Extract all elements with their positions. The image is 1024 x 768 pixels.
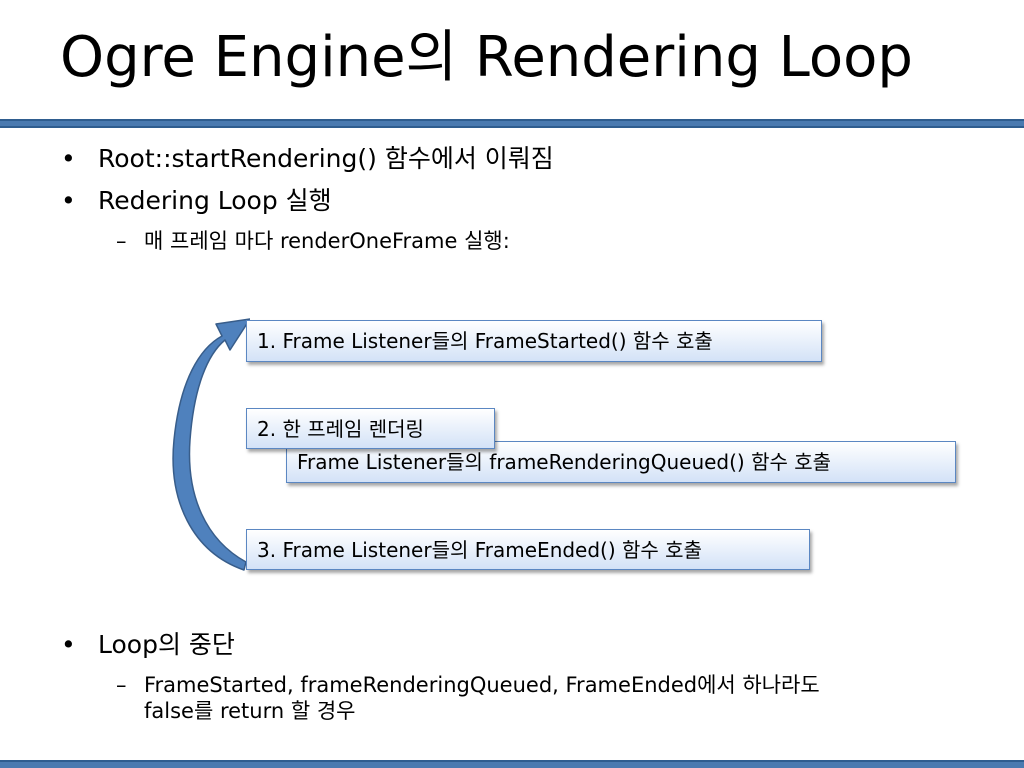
sub-bullet-mark: – <box>116 229 127 253</box>
bullet-text: Root::startRendering() 함수에서 이뤄짐 <box>98 144 554 173</box>
step3-frame-ended-box: 3. Frame Listener들의 FrameEnded() 함수 호출 <box>246 529 810 570</box>
bullet-text: Redering Loop 실행 <box>98 186 332 215</box>
step1-frame-started-box: 1. Frame Listener들의 FrameStarted() 함수 호출 <box>246 320 822 362</box>
bullet-text: Loop의 중단 <box>98 630 235 659</box>
bottom-divider <box>0 760 1024 768</box>
bullet-mark: • <box>61 144 76 173</box>
curved-arrow-up-icon <box>172 318 250 571</box>
sub-bullet-text-line2: false를 return 할 경우 <box>144 699 356 724</box>
step2-detail-rendering-queued-box: Frame Listener들의 frameRenderingQueued() … <box>286 441 956 483</box>
bullet-start-rendering: • Root::startRendering() 함수에서 이뤄짐 <box>61 144 554 174</box>
sub-bullet-text-line1: FrameStarted, frameRenderingQueued, Fram… <box>144 673 820 697</box>
sub-bullet-render-one-frame: – 매 프레임 마다 renderOneFrame 실행: <box>116 228 510 254</box>
bullet-loop-stop: • Loop의 중단 <box>61 630 235 660</box>
sub-bullet-mark: – <box>116 673 127 697</box>
bullet-mark: • <box>61 630 76 659</box>
sub-bullet-stop-condition: – FrameStarted, frameRenderingQueued, Fr… <box>116 672 820 725</box>
title-divider <box>0 119 1024 128</box>
sub-bullet-text: 매 프레임 마다 renderOneFrame 실행: <box>144 229 510 253</box>
bullet-rendering-loop: • Redering Loop 실행 <box>61 186 332 216</box>
bullet-mark: • <box>61 186 76 215</box>
slide-title: Ogre Engine의 Rendering Loop <box>60 25 913 90</box>
step2-render-frame-box: 2. 한 프레임 렌더링 <box>246 408 495 449</box>
